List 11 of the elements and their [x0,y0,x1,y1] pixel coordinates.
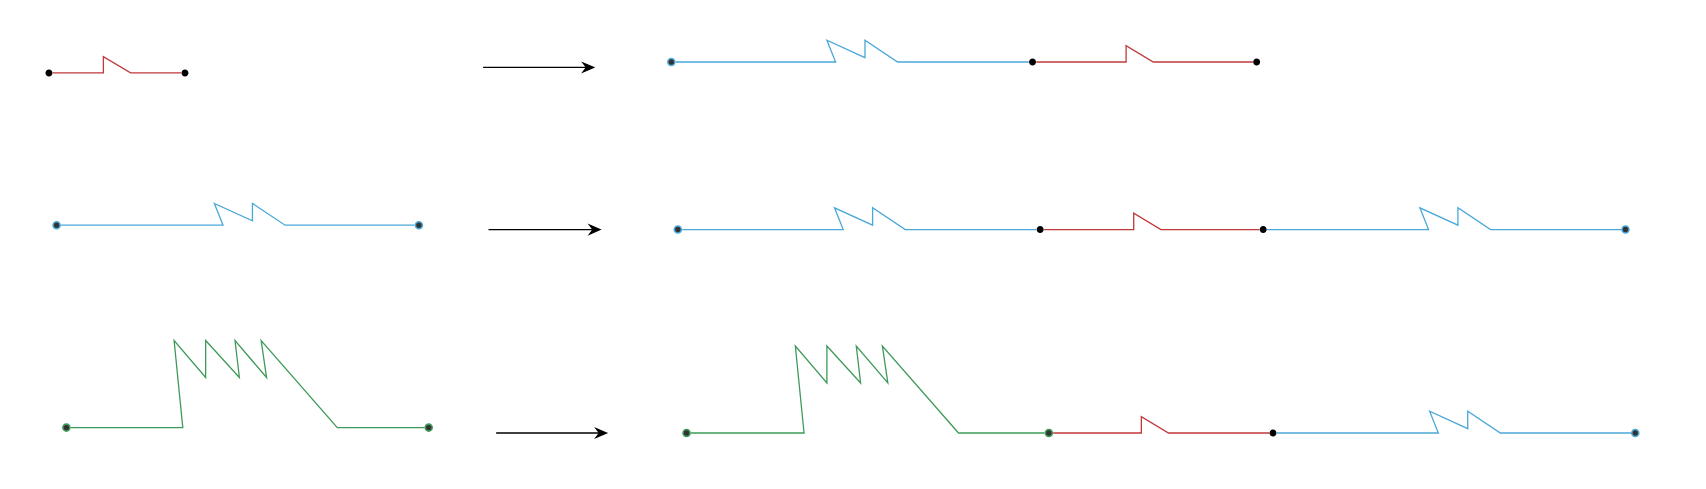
spring-line [70,338,426,429]
spring-line [60,202,416,227]
spring-line [674,39,1030,63]
spring-line [1043,212,1261,231]
spring-line [1276,410,1632,434]
spring-line [681,206,1038,231]
spring-line [1052,415,1270,434]
spring-line [1035,44,1254,63]
spring-line [1266,206,1622,231]
spring-line [52,55,182,74]
spring-line [690,344,1046,434]
